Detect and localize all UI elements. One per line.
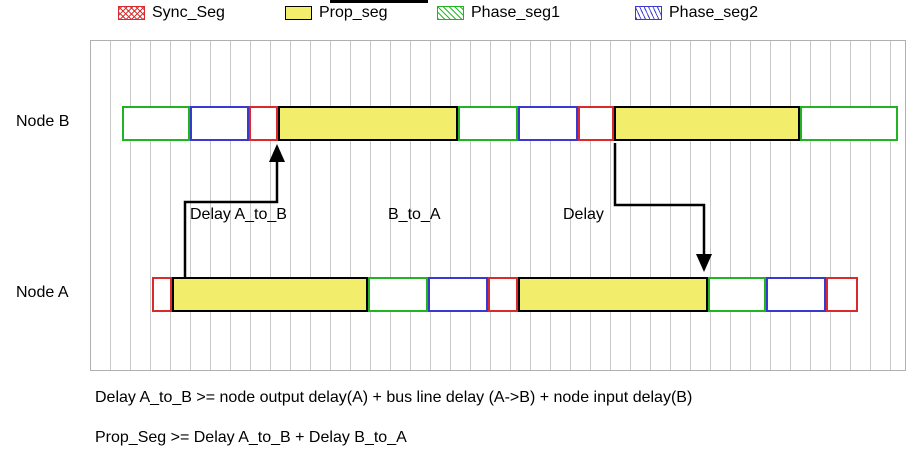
segment-sync: [249, 106, 278, 141]
prop-seg-swatch-icon: [285, 6, 312, 20]
segment-ps2: [428, 277, 488, 312]
legend-item-sync-seg: Sync_Seg: [118, 3, 225, 23]
phase-seg1-swatch-icon: [437, 6, 464, 20]
phase-seg2-swatch-icon: [635, 6, 662, 20]
node-a-label: Node A: [16, 284, 69, 301]
segment-sync: [152, 277, 172, 312]
legend-label-prop-seg: Prop_seg: [319, 4, 388, 21]
segment-ps2: [190, 106, 249, 141]
b-to-a-label: B_to_A: [388, 206, 441, 223]
segment-prop: [172, 277, 368, 312]
segment-ps1: [458, 106, 518, 141]
segment-ps1: [708, 277, 766, 312]
sync-seg-swatch-icon: [118, 6, 145, 20]
segment-ps1: [368, 277, 428, 312]
segment-sync: [826, 277, 858, 312]
segment-prop: [614, 106, 800, 141]
segment-sync: [578, 106, 614, 141]
segment-ps1: [800, 106, 898, 141]
legend-label-sync-seg: Sync_Seg: [152, 4, 225, 21]
cropped-legend-edge: [330, 0, 428, 3]
formula-delay-a-to-b: Delay A_to_B >= node output delay(A) + b…: [95, 389, 693, 406]
legend-label-phase-seg2: Phase_seg2: [669, 4, 758, 21]
segment-ps1: [122, 106, 190, 141]
segment-prop: [518, 277, 708, 312]
legend-label-phase-seg1: Phase_seg1: [471, 4, 560, 21]
segment-ps2: [766, 277, 826, 312]
legend-item-phase-seg1: Phase_seg1: [437, 3, 560, 23]
node-b-timeline: [0, 106, 914, 141]
delay-label: Delay: [563, 206, 604, 223]
segment-ps2: [518, 106, 578, 141]
node-a-timeline: [0, 277, 914, 312]
legend-item-prop-seg: Prop_seg: [285, 3, 388, 23]
delay-a-to-b-label: Delay A_to_B: [190, 206, 287, 223]
node-b-label: Node B: [16, 113, 70, 130]
formula-prop-seg: Prop_Seg >= Delay A_to_B + Delay B_to_A: [95, 429, 407, 446]
segment-sync: [488, 277, 518, 312]
legend-item-phase-seg2: Phase_seg2: [635, 3, 758, 23]
segment-prop: [278, 106, 458, 141]
